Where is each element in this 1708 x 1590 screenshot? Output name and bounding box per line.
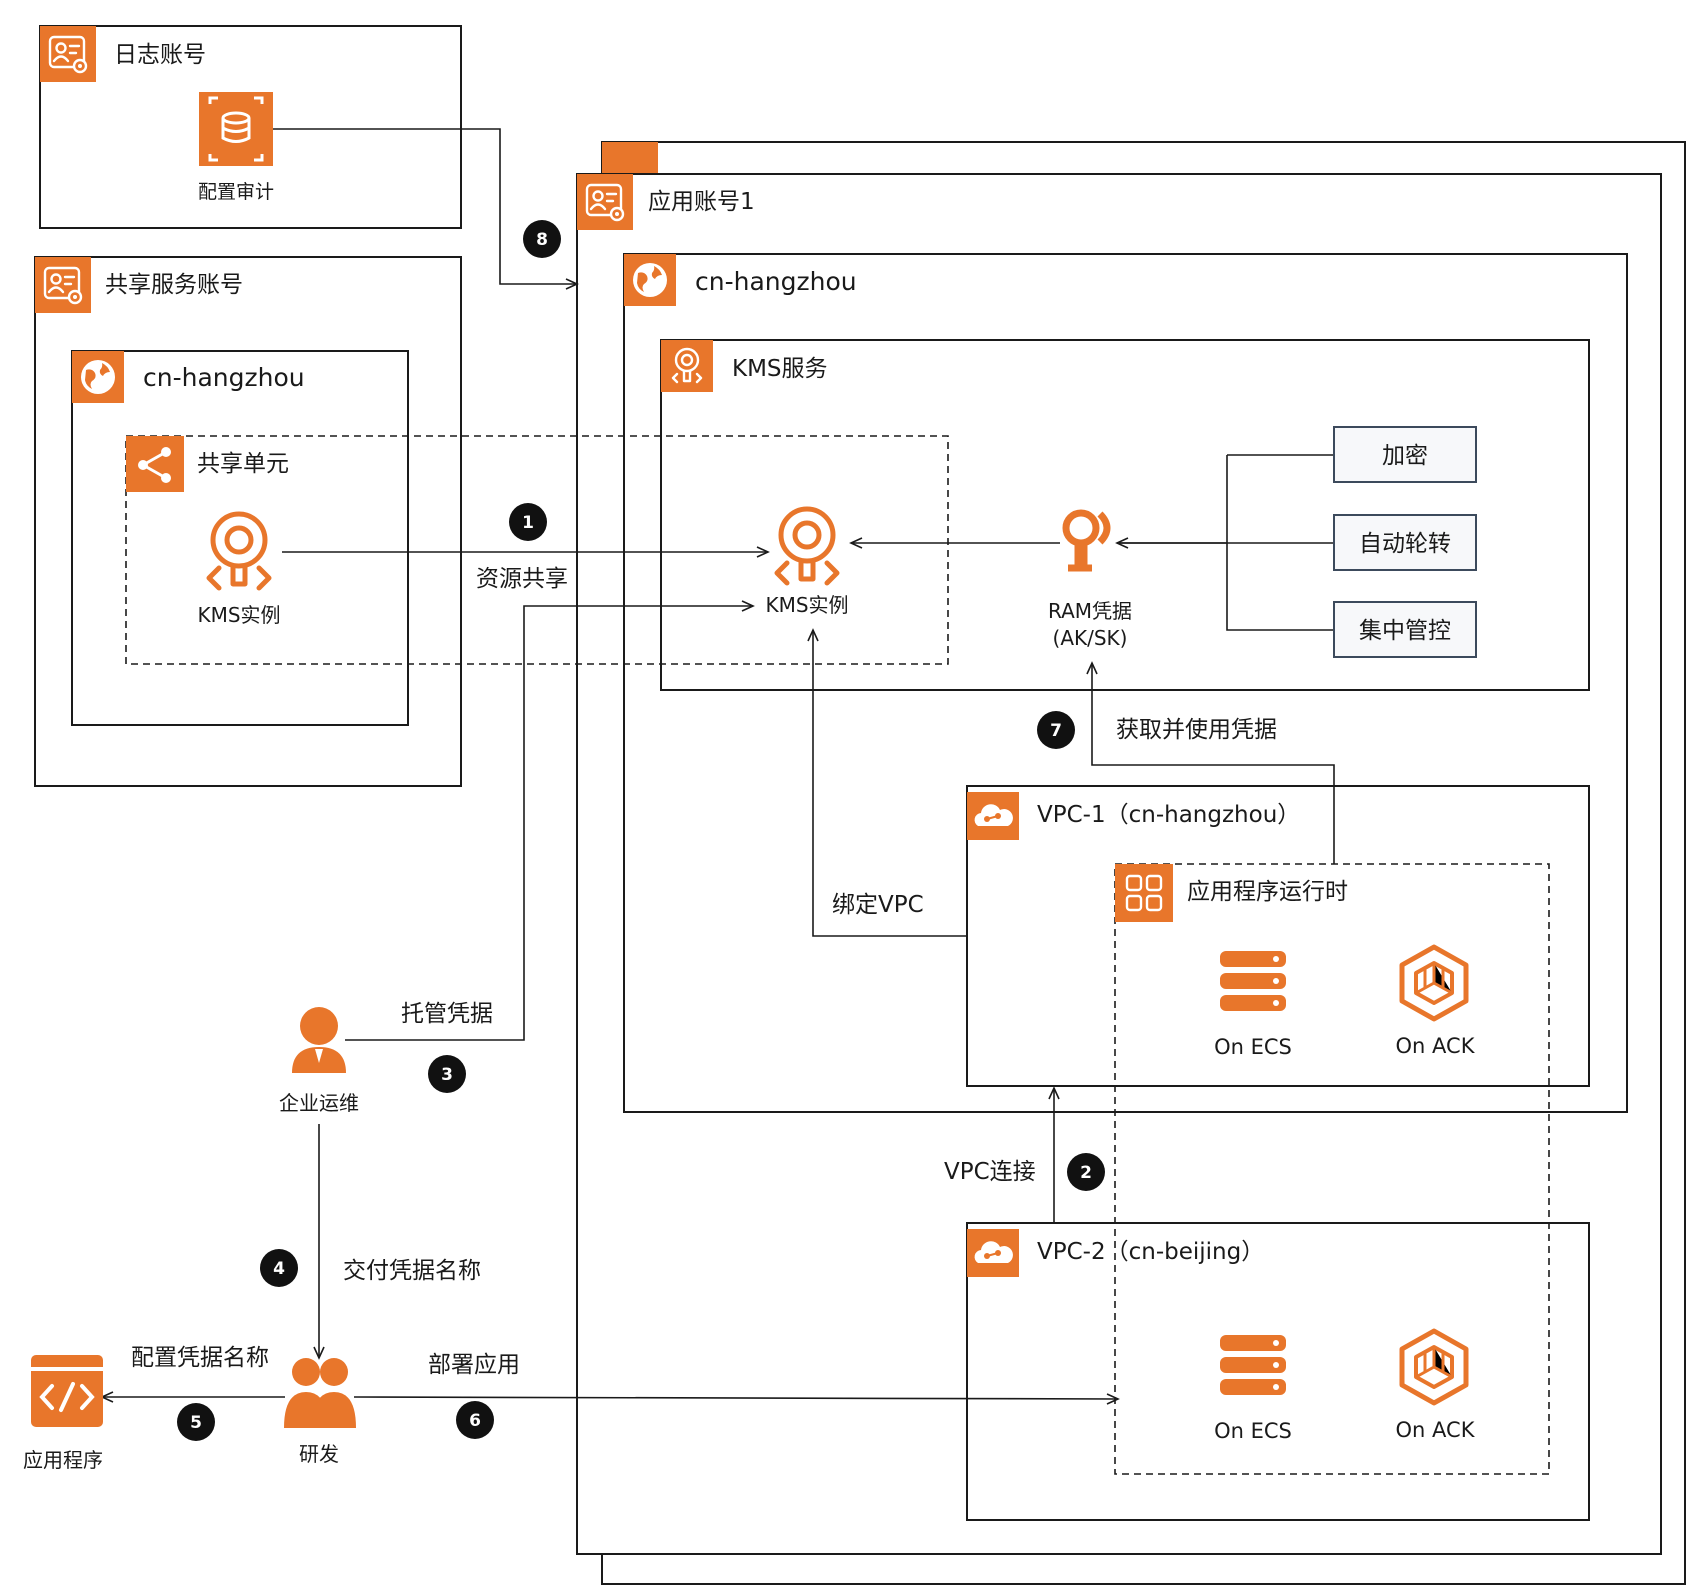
feature-encrypt-label: 加密 [1382,443,1428,469]
step5-label: 配置凭据名称 [131,1345,269,1371]
feature-central: 集中管控 [1333,601,1477,658]
vpc1: VPC-1（cn-hangzhou） [966,785,1590,1087]
users-icon [284,1358,356,1428]
connectors [100,128,1335,1405]
share-icon [126,436,184,492]
svg-text:8: 8 [536,230,548,250]
svg-text:2: 2 [1080,1163,1092,1183]
step2-badge: 2 [1067,1153,1105,1191]
svg-text:1: 1 [522,513,534,533]
step5-badge: 5 [177,1403,215,1441]
ram-credential: RAM凭据 (AK/SK) [1048,509,1132,650]
shared-account-title: 共享服务账号 [105,272,243,298]
app-label: 应用程序 [23,1448,103,1472]
apps-grid-icon [1115,864,1173,922]
app-kms-label: KMS实例 [765,593,848,617]
app-kms-instance: KMS实例 [765,509,849,617]
log-account: 日志账号 配置审计 [38,24,462,229]
ops-actor: 企业运维 [279,1007,359,1115]
svg-text:3: 3 [441,1065,453,1085]
feature-rotation-label: 自动轮转 [1359,531,1451,557]
step2-label: VPC连接 [944,1159,1036,1185]
ram-credential-label1: RAM凭据 [1048,599,1132,623]
shared-region-label: cn-hangzhou [143,363,305,392]
cloud-vpc-icon [966,1228,1020,1278]
vpc2-ack-label: On ACK [1396,1418,1476,1442]
vpc1-ack-label: On ACK [1396,1034,1476,1058]
shared-unit: 共享单元 [125,435,949,665]
code-icon [31,1355,103,1427]
app-runtime: 应用程序运行时 [1114,863,1550,1475]
server-icon [1220,951,1286,1011]
step6-label: 部署应用 [428,1352,520,1378]
kms-features: 加密 自动轮转 集中管控 [1118,426,1477,658]
config-audit-icon [199,92,273,166]
step3-label: 托管凭据 [401,1001,493,1027]
vpc2-ecs: On ECS [1214,1335,1292,1443]
step4-label: 交付凭据名称 [343,1258,481,1284]
bind-vpc-label: 绑定VPC [832,892,924,918]
vpc1-ack: On ACK [1396,947,1476,1058]
dev-actor: 研发 [284,1358,356,1466]
region-globe-icon [72,351,124,403]
svg-text:5: 5 [190,1413,202,1433]
vpc1-ecs-label: On ECS [1214,1035,1292,1059]
key-icon [1062,509,1111,572]
feature-encrypt: 加密 [1333,426,1477,483]
app-region-label: cn-hangzhou [695,267,857,296]
feature-rotation: 自动轮转 [1333,514,1477,571]
ram-credential-label2: (AK/SK) [1053,626,1128,650]
svg-text:4: 4 [273,1259,285,1279]
shared-unit-title: 共享单元 [197,451,289,477]
kms-icon [659,338,715,394]
account-icon [575,172,635,232]
vpc2-ack: On ACK [1396,1331,1476,1442]
app-region: cn-hangzhou [623,253,1628,1113]
step1-label: 资源共享 [476,566,568,592]
ops-label: 企业运维 [279,1091,359,1115]
shared-account: 共享服务账号 cn-hangzhou [33,255,462,787]
shared-kms-label: KMS实例 [197,603,280,627]
step3-badge: 3 [428,1055,466,1093]
step4-badge: 4 [260,1249,298,1287]
app-actor: 应用程序 [23,1355,103,1472]
runtime-title: 应用程序运行时 [1187,879,1348,905]
kms-service-title: KMS服务 [732,356,828,382]
user-icon [292,1007,346,1073]
feature-central-label: 集中管控 [1359,618,1451,644]
region-globe-icon [624,254,676,306]
svg-text:7: 7 [1050,721,1062,741]
step6-badge: 6 [456,1401,494,1439]
app-account-title: 应用账号1 [648,189,755,215]
step8-badge: 8 [523,220,561,258]
kms-service: KMS服务 [659,338,1590,691]
vpc1-title: VPC-1（cn-hangzhou） [1037,802,1300,828]
vpc2-ecs-label: On ECS [1214,1419,1292,1443]
account-icon [38,24,98,84]
dev-label: 研发 [299,1442,339,1466]
vpc1-ecs: On ECS [1214,951,1292,1059]
config-audit-label: 配置审计 [198,181,274,203]
cloud-vpc-icon [966,791,1020,841]
account-icon [33,255,93,315]
kms-icon [209,514,269,588]
step7-badge: 7 [1037,711,1075,749]
shared-kms-instance: KMS实例 [197,514,281,627]
server-icon [1220,1335,1286,1395]
log-account-title: 日志账号 [114,42,206,68]
vpc2-title: VPC-2（cn-beijing） [1037,1239,1264,1265]
step1-badge: 1 [509,503,547,541]
step7-label: 获取并使用凭据 [1116,717,1277,743]
svg-text:6: 6 [469,1411,481,1431]
vpc2: VPC-2（cn-beijing） [966,1222,1590,1521]
